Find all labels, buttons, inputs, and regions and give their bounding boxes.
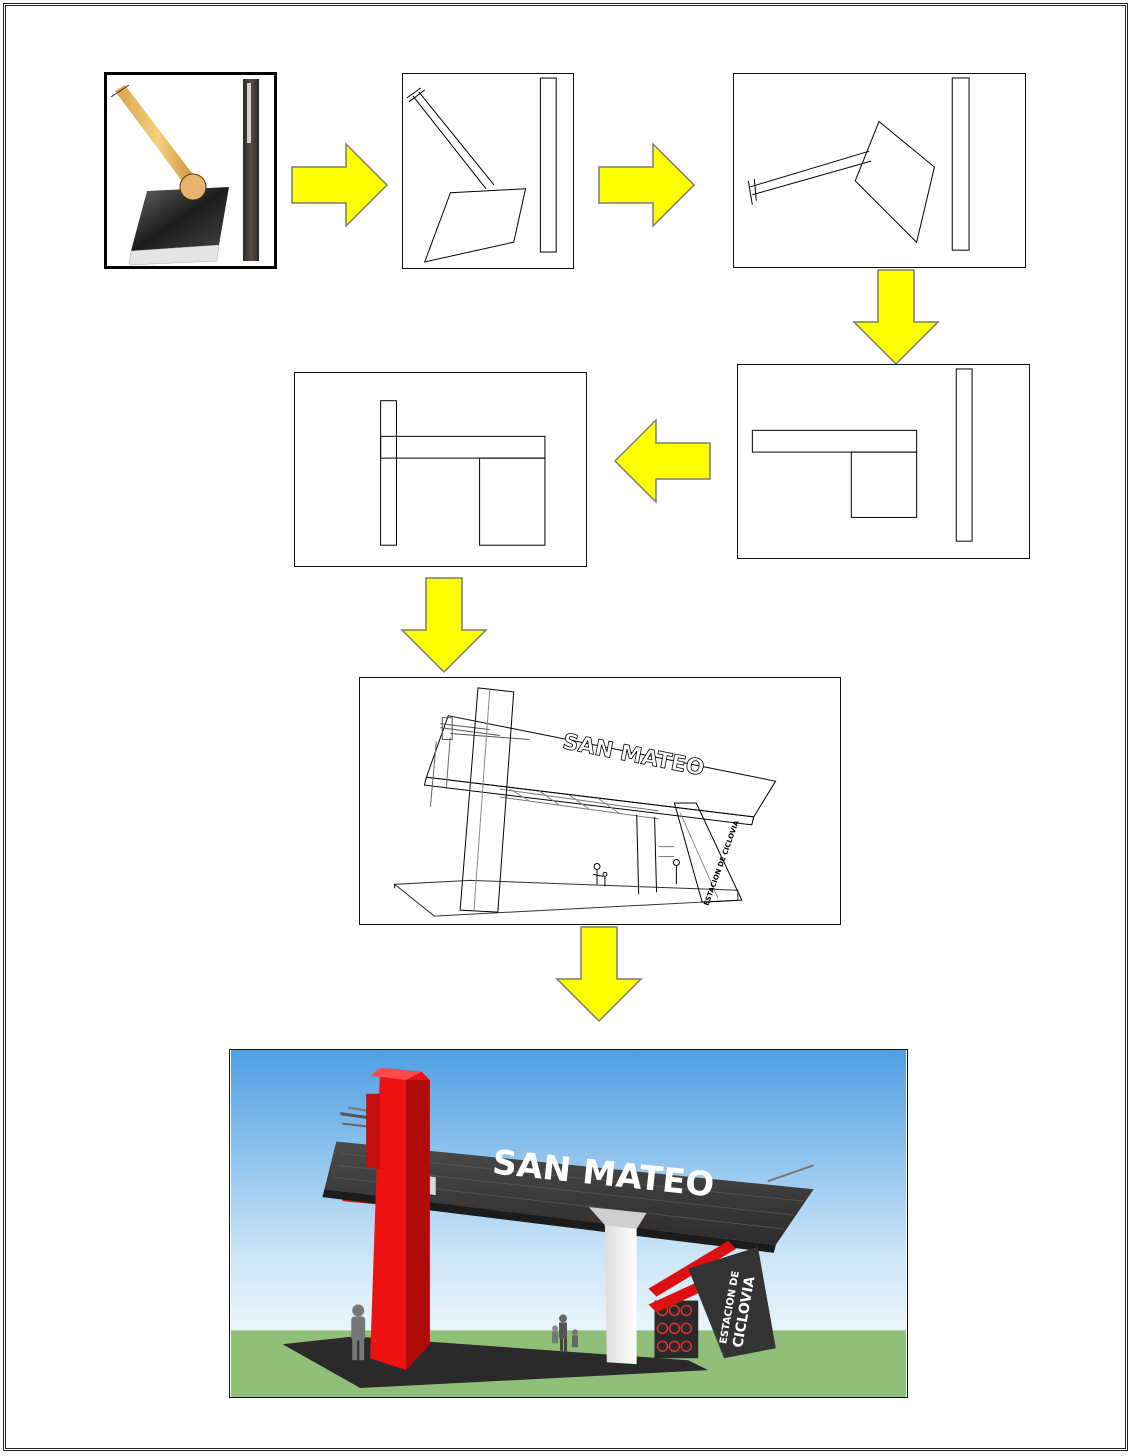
arrow-right-1 — [290, 142, 390, 228]
step-7-rendered-station: SAN MATEO ESTACION DE CICLOVIA — [229, 1049, 908, 1398]
step-4-block-shapes — [737, 364, 1030, 559]
step-2-line-sketch — [402, 73, 574, 269]
step-6-station-line-drawing: SAN MATEO ESTACION DE CICLOVIA — [359, 677, 841, 925]
rotated-hoe-sketch — [734, 74, 1025, 267]
station-render: SAN MATEO ESTACION DE CICLOVIA — [230, 1050, 907, 1397]
arrow-right-2 — [597, 142, 697, 228]
block-shapes-sketch — [738, 365, 1029, 558]
hoe-blade — [131, 187, 229, 251]
white-column — [605, 1219, 637, 1364]
station-line-drawing: SAN MATEO ESTACION DE CICLOVIA — [360, 678, 840, 924]
step-1-hoe-photo — [104, 72, 277, 269]
arrow-down-1 — [852, 268, 940, 366]
hoe-line-sketch — [403, 74, 573, 268]
arrow-down-2 — [400, 576, 488, 674]
step-3-rotated-sketch — [733, 73, 1026, 268]
sketch-sign-text: SAN MATEO — [561, 730, 707, 782]
hoe-photo-illustration — [107, 75, 274, 266]
regrouped-blocks-sketch — [295, 373, 586, 566]
step-5-regrouped-blocks — [294, 372, 587, 567]
hoe-socket — [180, 174, 206, 200]
arrow-down-3 — [555, 925, 643, 1023]
arrow-left — [612, 418, 712, 504]
sketch-side-text: ESTACION DE CICLOVIA — [702, 819, 741, 907]
